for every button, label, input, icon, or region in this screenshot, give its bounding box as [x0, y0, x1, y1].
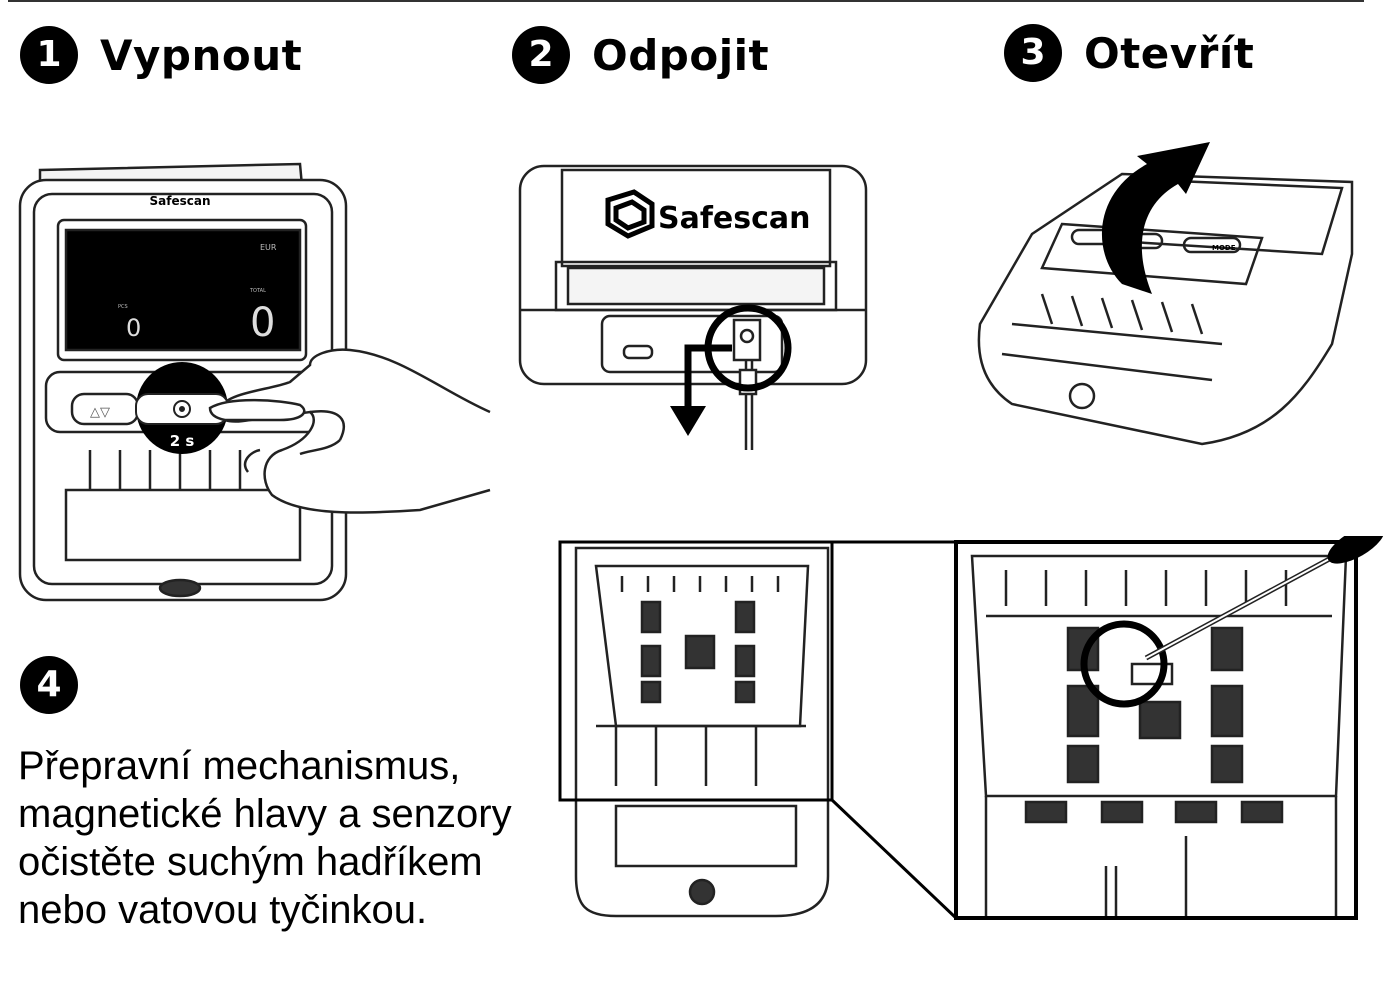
illustration-device-back: Safescan [518, 164, 868, 450]
step-1-badge: 1 [20, 26, 78, 84]
device-brand-logo: Safescan [658, 201, 811, 236]
lcd-left-value: 0 [126, 314, 141, 342]
arrow-buttons-label: △▽ [90, 405, 110, 420]
top-rule [8, 0, 1364, 2]
cotton-swab-icon [1144, 536, 1385, 661]
lcd-right-value: 0 [250, 300, 275, 346]
step-4-badge: 4 [20, 656, 78, 714]
step-3-heading: 3 Otevřít [1004, 24, 1254, 82]
step-4-heading: 4 [20, 656, 78, 714]
hold-time-label: 2 s [170, 432, 195, 450]
device-brand-small: Safescan [150, 194, 211, 208]
safescan-logo-icon [605, 189, 655, 239]
lcd-left-label: PCS [118, 304, 128, 310]
step-2-title: Odpojit [592, 30, 770, 80]
step-1-heading: 1 Vypnout [20, 26, 302, 84]
illustration-device-open: MODE [977, 142, 1354, 446]
arrow-curved-icon [1101, 142, 1210, 294]
mode-button-label: MODE [1212, 244, 1236, 252]
step-3-title: Otevřít [1084, 28, 1255, 78]
step-3-badge: 3 [1004, 24, 1062, 82]
highlight-circle-sensor [1080, 620, 1168, 708]
step-4-instruction: Přepravní mechanismus, magnetické hlavy … [18, 744, 512, 932]
arrow-down-icon [670, 344, 732, 436]
lcd-right-label: TOTAL [249, 288, 266, 294]
power-button-icon [173, 400, 191, 418]
step-2-badge: 2 [512, 26, 570, 84]
illustration-interior-cleaning [558, 536, 1385, 920]
illustration-device-front: Safescan EUR PCS 0 TOTAL 0 △▽ 2 s [18, 162, 491, 602]
step-2-heading: 2 Odpojit [512, 26, 769, 84]
step-1-title: Vypnout [100, 30, 303, 80]
lcd-currency: EUR [260, 243, 277, 252]
